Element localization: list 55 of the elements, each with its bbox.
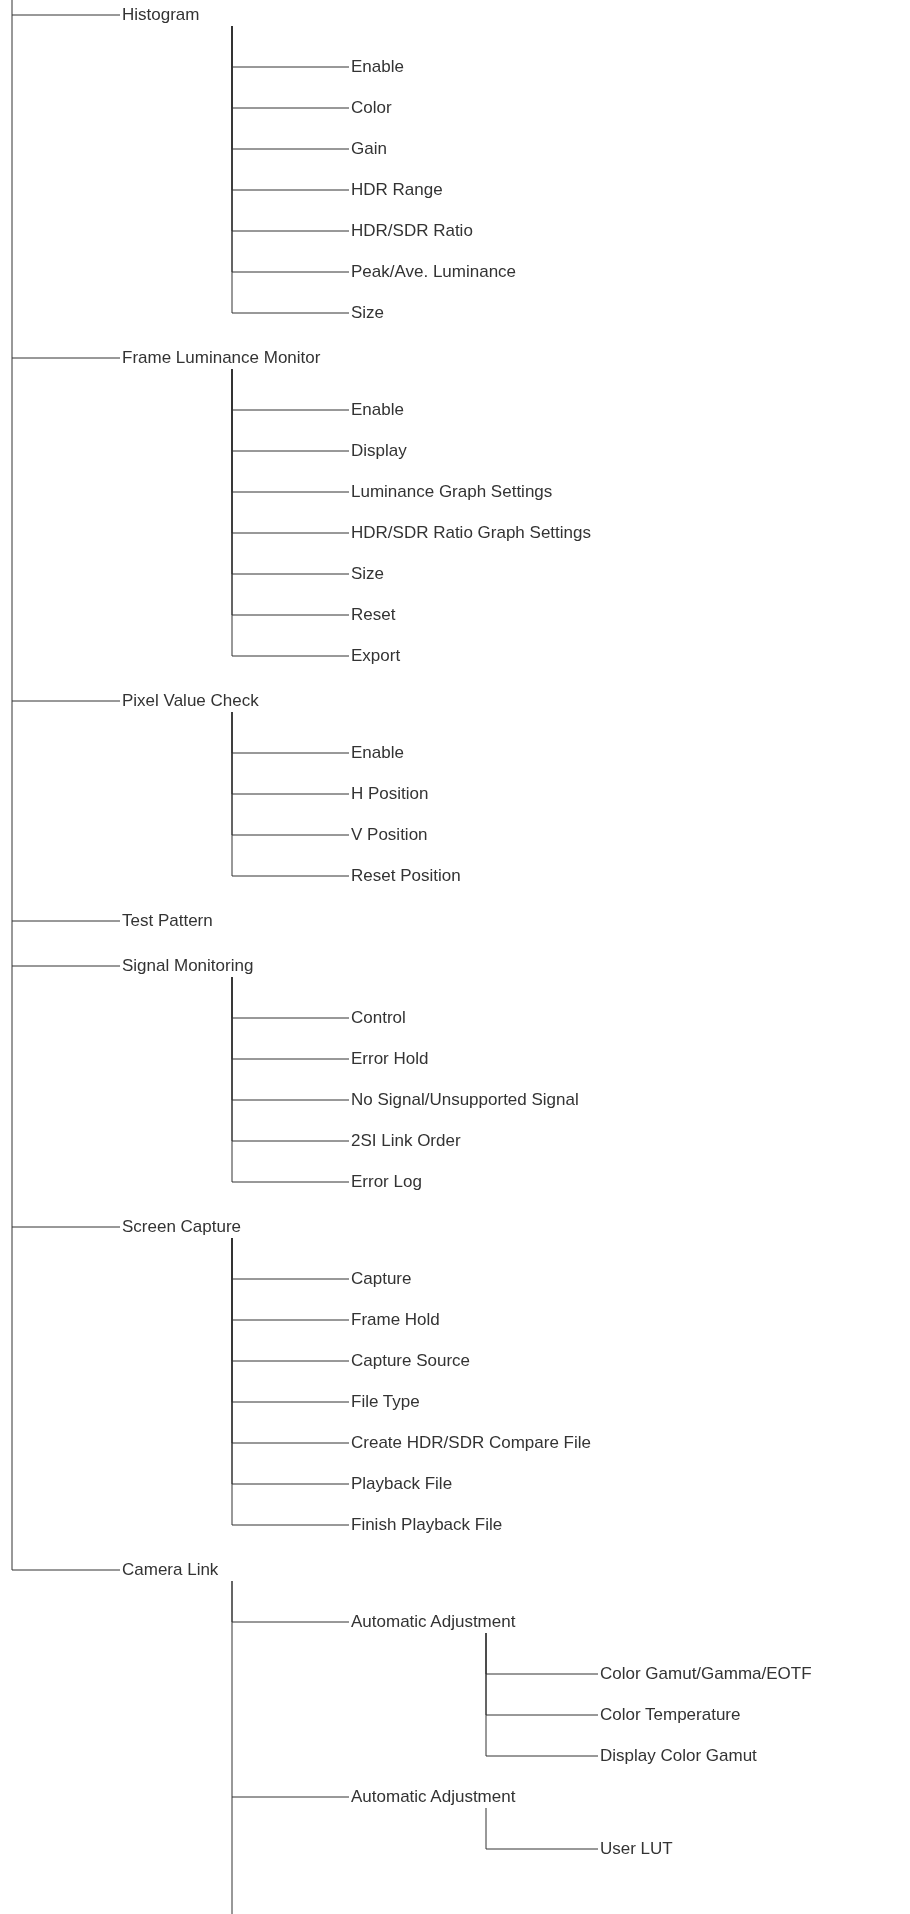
connector-line: [11, 14, 121, 359]
menu-item: HDR/SDR Ratio: [349, 221, 475, 241]
menu-item: HDR/SDR Ratio Graph Settings: [349, 523, 593, 543]
menu-item: HDR Range: [349, 180, 445, 200]
menu-item: Control: [349, 1008, 408, 1028]
menu-item: Capture: [349, 1269, 414, 1289]
connector-line: [485, 1807, 599, 1850]
menu-item: Error Hold: [349, 1049, 431, 1069]
connector-line: [11, 700, 121, 922]
menu-item: Screen Capture: [120, 1217, 244, 1237]
menu-item: File Type: [349, 1392, 422, 1412]
menu-item: Frame Luminance Monitor: [120, 348, 323, 368]
menu-item: Export: [349, 646, 403, 666]
menu-item: Enable: [349, 400, 406, 420]
menu-item: Histogram: [120, 5, 202, 25]
menu-item: Display: [349, 441, 409, 461]
connector-line: [231, 1580, 350, 1798]
menu-item: Automatic Adjustment: [349, 1612, 518, 1632]
menu-item: Enable: [349, 743, 406, 763]
menu-item: Capture Source: [349, 1351, 473, 1371]
connector-line: [11, 0, 121, 16]
menu-item: Size: [349, 564, 387, 584]
menu-item: User LUT: [598, 1839, 675, 1859]
connector-line: [11, 357, 121, 702]
menu-item: Color: [349, 98, 394, 118]
menu-item: Automatic Adjustment: [349, 1787, 518, 1807]
menu-item: Gain: [349, 139, 389, 159]
menu-item: Luminance Graph Settings: [349, 482, 555, 502]
menu-item: Reset: [349, 605, 398, 625]
menu-item: 2SI Link Order: [349, 1131, 463, 1151]
connector-line: [11, 920, 121, 967]
menu-item: Create HDR/SDR Compare File: [349, 1433, 593, 1453]
menu-item: Camera Link: [120, 1560, 221, 1580]
menu-item: Enable: [349, 57, 406, 77]
menu-item: Display Color Gamut: [598, 1746, 759, 1766]
menu-item: Peak/Ave. Luminance: [349, 262, 519, 282]
menu-item: Size: [349, 303, 387, 323]
menu-item: Color Temperature: [598, 1705, 743, 1725]
menu-item: V Position: [349, 825, 430, 845]
menu-item: Playback File: [349, 1474, 455, 1494]
menu-item: Reset Position: [349, 866, 463, 886]
connector-line: [11, 1226, 121, 1571]
connector-line: [231, 976, 350, 1183]
menu-item: Color Gamut/Gamma/EOTF: [598, 1664, 814, 1684]
connector-line: [231, 711, 350, 877]
menu-item: H Position: [349, 784, 431, 804]
menu-item: No Signal/Unsupported Signal: [349, 1090, 581, 1110]
menu-item: Finish Playback File: [349, 1515, 505, 1535]
menu-item: Signal Monitoring: [120, 956, 256, 976]
menu-item: Pixel Value Check: [120, 691, 261, 711]
menu-item: Test Pattern: [120, 911, 215, 931]
menu-item: Frame Hold: [349, 1310, 442, 1330]
connector-line: [11, 965, 121, 1228]
menu-item: Error Log: [349, 1172, 424, 1192]
connector-line: [485, 1632, 599, 1757]
